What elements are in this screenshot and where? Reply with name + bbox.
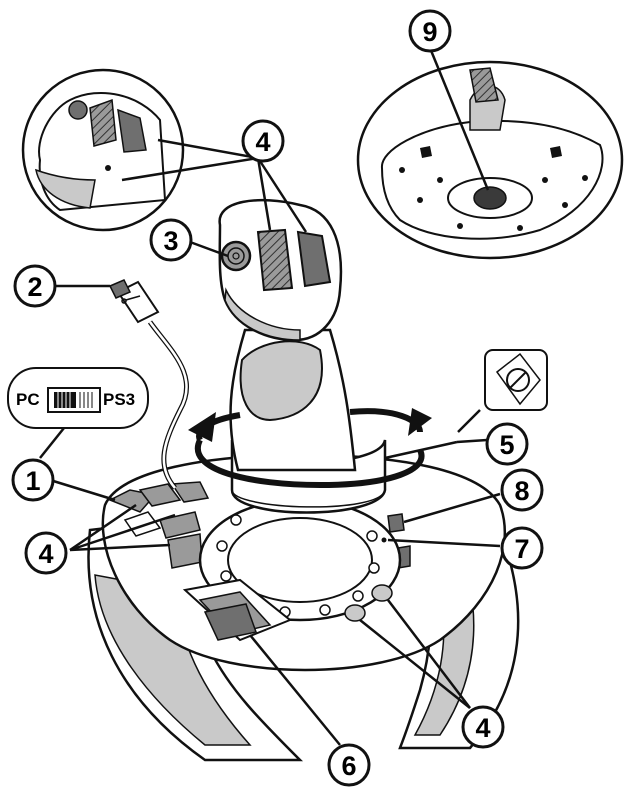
joystick-stick: [218, 199, 387, 514]
callout-1: 1: [11, 458, 55, 502]
joystick-base: [87, 453, 520, 762]
rotation-arrowhead-right: [408, 408, 432, 436]
callout-5-label: 5: [499, 430, 514, 460]
callout-4-bottom-label: 4: [475, 713, 490, 743]
callout-1-label: 1: [25, 466, 40, 496]
callout-9: 9: [408, 9, 452, 53]
callouts: 9 4 3 2 1 4 5 8: [11, 9, 544, 787]
callout-2: 2: [13, 264, 57, 308]
switch-label-ps3: PS3: [103, 390, 135, 409]
leader-lines: [39, 47, 501, 746]
callout-6: 6: [327, 743, 371, 787]
inset-head-detail: [21, 68, 185, 232]
pc-ps3-switch-inset: PC PS3: [7, 367, 149, 429]
callout-4-top-label: 4: [255, 127, 270, 157]
usb-cable: [108, 279, 189, 490]
callout-4-top: 4: [241, 119, 285, 163]
twist-lock-screw-inset: [484, 349, 548, 411]
callout-7-label: 7: [514, 534, 529, 564]
callout-8: 8: [500, 468, 544, 512]
inset-base-underside: [356, 60, 624, 260]
rotation-arrowhead-left: [188, 412, 216, 442]
callout-4-left-label: 4: [38, 539, 53, 569]
callout-3: 3: [149, 218, 193, 262]
callout-2-label: 2: [27, 272, 42, 302]
callout-4-bottom: 4: [461, 705, 505, 749]
led-indicator: [381, 537, 387, 543]
callout-8-label: 8: [514, 476, 529, 506]
callout-9-label: 9: [422, 17, 437, 47]
switch-label-pc: PC: [16, 390, 40, 409]
callout-6-label: 6: [341, 751, 356, 781]
callout-3-label: 3: [163, 226, 178, 256]
callout-4-left: 4: [24, 531, 68, 575]
callout-7: 7: [500, 526, 544, 570]
callout-5: 5: [485, 422, 529, 466]
usb-icon: [121, 295, 141, 304]
